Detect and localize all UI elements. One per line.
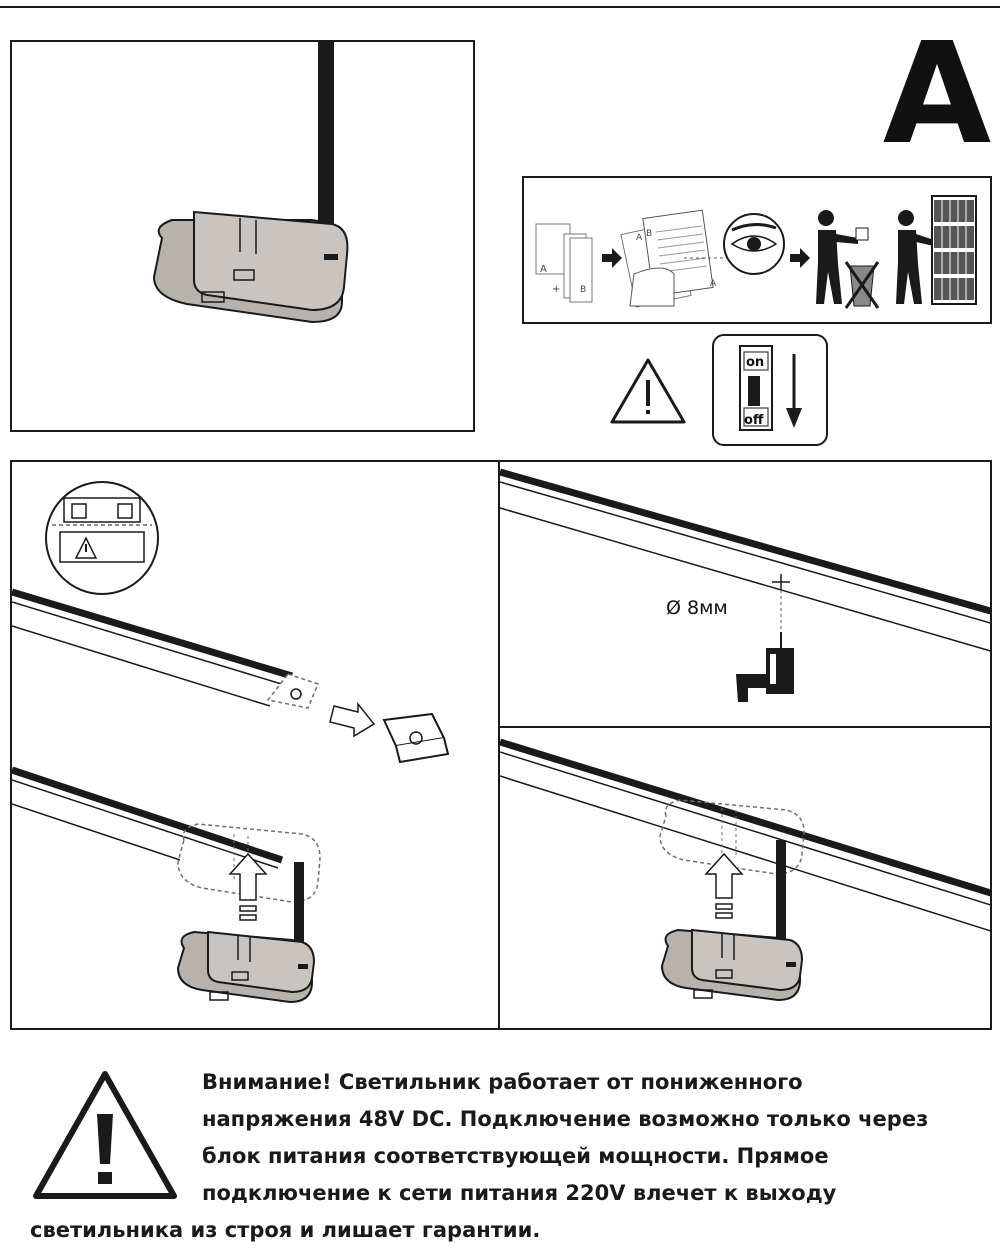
power-cable	[318, 42, 334, 248]
svg-text:A: A	[540, 264, 547, 275]
end-cap	[382, 712, 450, 764]
warning-line: светильника из строя и лишает гарантии.	[30, 1218, 541, 1242]
drill-point-marker	[772, 574, 790, 638]
svg-text:A: A	[710, 279, 717, 289]
arrow-right-icon	[790, 248, 810, 268]
top-rule	[0, 6, 1000, 8]
power-off-badge: on off	[712, 334, 828, 446]
device-ghost-outline	[659, 799, 805, 875]
svg-text:+: +	[552, 284, 560, 295]
drill-illustration: Ø 8мм	[500, 468, 990, 702]
device-illustration	[152, 42, 349, 324]
switch-icon: on off	[739, 345, 802, 431]
svg-text:B: B	[646, 229, 652, 239]
install-illustration	[12, 481, 450, 1004]
power-supply-unit	[660, 928, 804, 1002]
reading-hand-icon: A B A	[620, 209, 717, 308]
binder-shelf-icon	[931, 195, 977, 305]
profile-section-badge	[45, 481, 159, 595]
svg-text:B: B	[580, 285, 586, 295]
svg-text:A: A	[636, 233, 643, 243]
svg-text:on: on	[746, 355, 764, 370]
mounted-illustration	[500, 738, 990, 1002]
power-cable	[294, 862, 304, 966]
diameter-label: Ø 8мм	[666, 597, 728, 619]
eye-icon	[723, 213, 785, 275]
power-supply-unit	[176, 930, 316, 1004]
arrow-down-icon	[786, 408, 802, 428]
track-rail-upper	[12, 588, 320, 709]
section-letter: A	[882, 13, 992, 176]
panel-device-top	[10, 40, 475, 432]
panel-mounted-step	[498, 726, 992, 1030]
person-do-not-discard-icon	[816, 210, 880, 309]
track-rail	[500, 738, 990, 932]
arrow-right-icon	[602, 248, 622, 268]
voltage-warning: Внимание! Светильник работает от понижен…	[30, 1064, 990, 1249]
warning-line: блок питания соответствующей мощности. П…	[202, 1144, 829, 1168]
track-rail-lower	[12, 766, 284, 869]
warning-line: подключение к сети питания 220V влечет к…	[202, 1181, 837, 1205]
person-storing-icon	[896, 210, 934, 304]
power-cable	[776, 840, 786, 960]
svg-text:off: off	[744, 413, 764, 428]
read-instructions-steps: A + B A B A	[535, 195, 977, 309]
procedure-strip: A + B A B A	[522, 176, 992, 324]
document-sheets-icon: A + B	[535, 223, 593, 303]
warning-line: напряжения 48V DC. Подключение возможно …	[202, 1107, 929, 1131]
panel-install-step	[10, 460, 500, 1030]
warning-line: Внимание! Светильник работает от понижен…	[202, 1070, 803, 1094]
warning-triangle-icon	[610, 358, 686, 424]
panel-drill-step: Ø 8мм	[498, 460, 992, 728]
power-supply-unit	[152, 210, 349, 324]
drill-icon	[736, 632, 794, 702]
arrow-up-icon	[704, 852, 744, 919]
warning-triangle-icon	[33, 1071, 177, 1199]
arrow-up-icon	[228, 852, 268, 921]
arrow-right-icon	[329, 701, 376, 738]
track-rail	[500, 468, 990, 652]
